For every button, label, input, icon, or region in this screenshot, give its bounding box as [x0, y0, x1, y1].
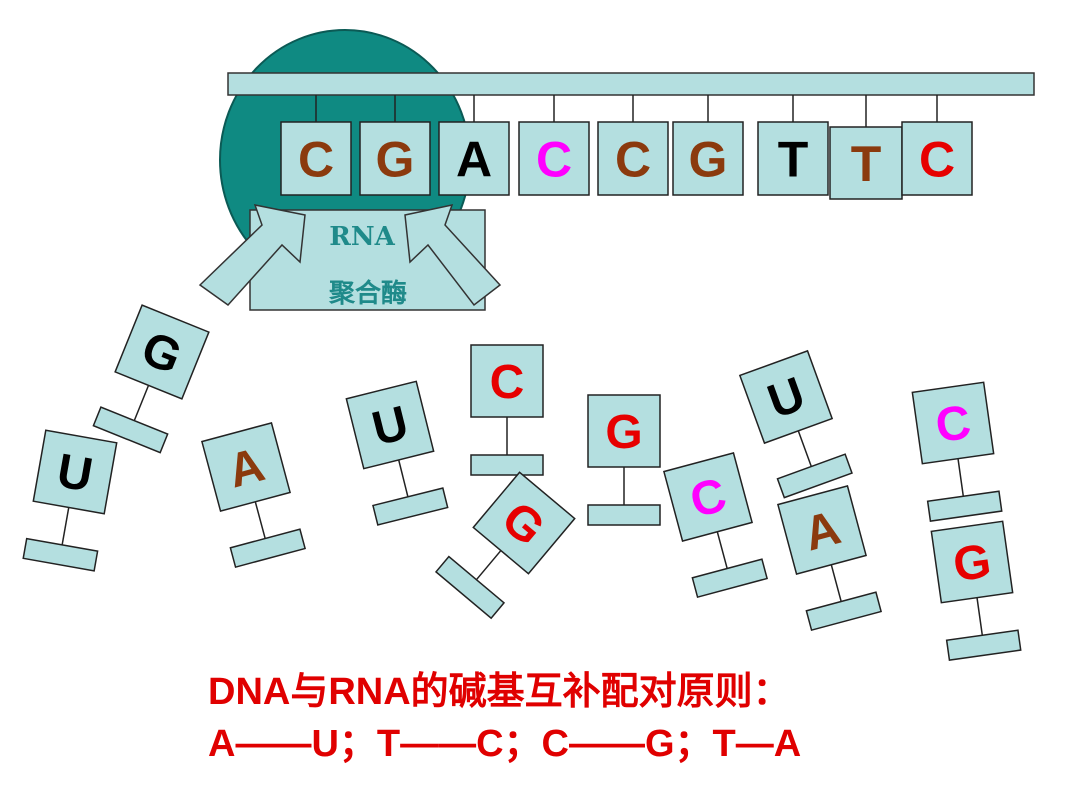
dna-base-box	[359, 121, 431, 196]
dna-base-3: C	[518, 95, 590, 196]
nucleotide-bar	[776, 453, 853, 499]
nucleotide-bar	[805, 591, 883, 632]
dna-base-letter: C	[919, 132, 955, 188]
nucleotide-stem	[475, 550, 502, 581]
nucleotide-bar	[229, 528, 307, 569]
free-nucleotide-6: G	[434, 471, 576, 620]
dna-base-4: C	[597, 95, 669, 196]
left-arrow	[198, 204, 306, 306]
nucleotide-letter: G	[605, 406, 642, 459]
nucleotide-box	[738, 349, 834, 445]
dna-base-box	[518, 121, 590, 196]
free-nucleotide-4: C	[470, 344, 544, 476]
nucleotide-box	[662, 451, 754, 543]
nucleotide-box	[587, 394, 661, 468]
dna-base-7: T	[829, 95, 903, 200]
nucleotide-bar	[926, 490, 1003, 522]
dna-base-0: C	[280, 95, 352, 196]
nucleotide-box	[470, 344, 544, 418]
nucleotide-box	[911, 381, 995, 465]
nucleotide-letter: G	[950, 535, 994, 593]
free-nucleotide-9: A	[776, 484, 883, 632]
free-nucleotide-10: C	[911, 381, 1003, 522]
dna-base-1: G	[359, 95, 431, 196]
nucleotide-bar	[945, 629, 1022, 661]
nucleotide-box	[930, 520, 1014, 604]
nucleotide-box	[776, 484, 868, 576]
nucleotide-letter: C	[932, 396, 974, 453]
nucleotide-stem	[254, 501, 266, 539]
nucleotide-stem	[61, 507, 70, 546]
nucleotide-stem	[957, 458, 965, 497]
dna-backbone	[227, 72, 1035, 96]
right-arrow	[404, 203, 502, 307]
free-nucleotide-8: U	[738, 349, 853, 499]
nucleotide-box	[472, 471, 576, 575]
nucleotide-bar	[434, 555, 506, 620]
dna-base-letter: T	[778, 132, 809, 188]
nucleotide-stem	[976, 597, 984, 636]
pairing-rule-title: DNA与RNA的碱基互补配对原则：	[208, 671, 791, 713]
nucleotide-stem	[830, 564, 842, 602]
dna-base-letter: A	[456, 132, 492, 188]
dna-base-letter: C	[536, 132, 572, 188]
dna-base-letter: G	[689, 132, 728, 188]
free-nucleotide-5: G	[587, 394, 661, 526]
nucleotide-box	[114, 304, 210, 400]
dna-base-2: A	[438, 95, 510, 196]
dna-base-8: C	[901, 95, 973, 196]
nucleotide-box	[345, 380, 435, 470]
polymerase-label-line2: 聚合酶	[328, 278, 407, 309]
dna-base-6: T	[757, 95, 829, 196]
free-nucleotide-1: U	[22, 429, 118, 572]
dna-base-box	[280, 121, 352, 196]
nucleotide-letter: C	[490, 356, 525, 409]
dna-base-letter: C	[615, 132, 651, 188]
nucleotide-box	[200, 421, 292, 513]
free-nucleotide-3: U	[345, 380, 449, 526]
dna-base-box	[757, 121, 829, 196]
nucleotide-stem	[716, 531, 728, 569]
nucleotide-bar	[372, 487, 449, 526]
nucleotide-bar	[22, 537, 99, 572]
nucleotide-box	[32, 429, 118, 515]
free-nucleotide-2: A	[200, 421, 307, 569]
nucleotide-bar	[587, 504, 661, 526]
dna-base-letter: T	[851, 136, 882, 192]
polymerase-label-line1: RNA	[329, 222, 395, 252]
free-nucleotide-0: G	[92, 304, 210, 454]
nucleotide-stem	[797, 430, 813, 467]
free-nucleotide-7: C	[662, 451, 769, 599]
dna-base-box	[672, 121, 744, 196]
dna-base-box	[901, 121, 973, 196]
dna-base-box	[597, 121, 669, 196]
nucleotide-bar	[470, 454, 544, 476]
dna-base-letter: G	[376, 132, 415, 188]
nucleotide-stem	[397, 459, 409, 497]
dna-base-5: G	[672, 95, 744, 196]
free-nucleotide-11: G	[930, 520, 1022, 661]
nucleotide-bar	[691, 558, 769, 599]
nucleotide-stem	[133, 385, 150, 421]
nucleotide-bar	[92, 406, 169, 454]
dna-base-box	[438, 121, 510, 196]
dna-base-box	[829, 126, 903, 200]
pairing-rule-pairs: A——U；T——C；C——G；T—A	[208, 723, 802, 765]
dna-base-letter: C	[298, 132, 334, 188]
